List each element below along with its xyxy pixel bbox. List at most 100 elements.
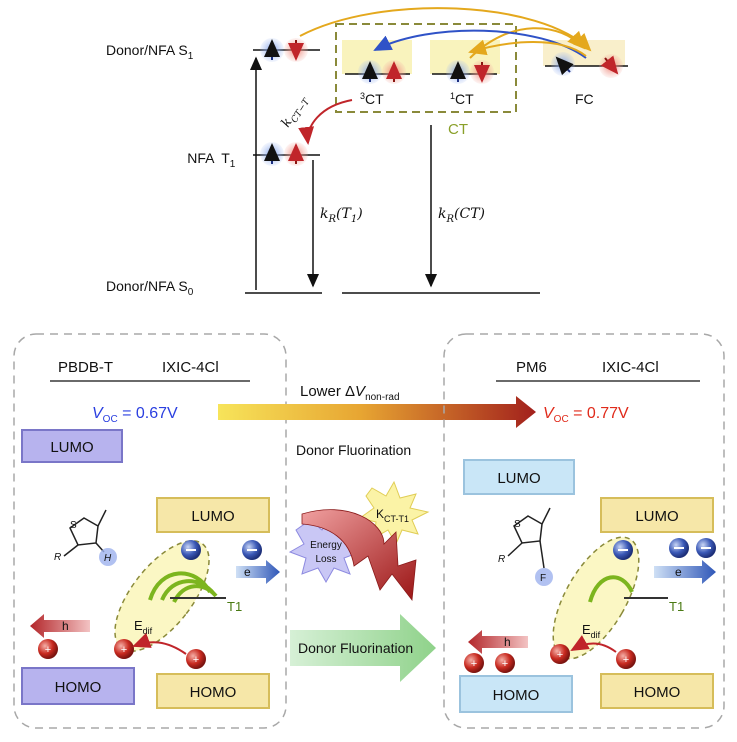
ct1-label: 1CT	[450, 91, 474, 107]
ct-box-label: CT	[448, 121, 468, 138]
svg-text:+: +	[502, 658, 508, 670]
svg-text:F: F	[540, 573, 546, 584]
right-edif-label: Edif	[582, 622, 601, 640]
svg-text:S: S	[70, 520, 77, 531]
ct3-label: 3CT	[360, 91, 384, 107]
ct3-to-t1-arrow	[298, 99, 353, 145]
right-acceptor-homo-label: HOMO	[634, 684, 681, 701]
left-hole-label: h	[62, 619, 69, 633]
ct-box	[335, 23, 517, 113]
left-electron-label: e	[244, 565, 251, 579]
left-electron-transport	[242, 540, 262, 560]
left-acceptor-homo	[156, 673, 270, 709]
right-acceptor-homo	[600, 673, 714, 709]
left-donor-homo-label: HOMO	[55, 679, 102, 696]
right-donor-homo-label: HOMO	[493, 687, 540, 704]
left-hole-donor: +	[38, 639, 58, 659]
donor-s1-label: Donor/NFA S1	[106, 42, 194, 62]
s1-spin-pair	[260, 38, 308, 62]
svg-text:+: +	[623, 654, 629, 666]
right-hole-donor-1: +	[464, 653, 484, 673]
right-donor-label: PM6	[516, 359, 547, 376]
right-electron-transport-1	[669, 538, 689, 558]
donor-fluorination-bottom: Donor Fluorination	[298, 640, 413, 656]
left-acceptor-lumo	[156, 497, 270, 533]
svg-text:+: +	[193, 654, 199, 666]
energy-level-diagram: Donor/NFA S1 NFA T1 Donor/NFA S0 kR(T1) …	[106, 7, 628, 298]
right-electron-arrow	[654, 560, 716, 584]
svg-text:H: H	[104, 553, 112, 564]
left-edif-label: Edif	[134, 618, 153, 636]
left-acceptor-lumo-label: LUMO	[191, 508, 234, 525]
left-panel-border	[13, 333, 287, 729]
left-donor-label: PBDB-T	[58, 359, 113, 376]
right-electron-label: e	[675, 565, 682, 579]
left-donor-lumo-label: LUMO	[50, 439, 93, 456]
right-panel: PM6 IXIC-4Cl VOC = 0.77V LUMO LUMO HOMO …	[443, 333, 725, 729]
ct1-spin-pair	[446, 60, 494, 84]
right-donor-lumo	[463, 459, 575, 495]
svg-text:+: +	[471, 658, 477, 670]
fc-label: FC	[575, 91, 594, 107]
svg-text:+: +	[45, 644, 51, 656]
k-ct-t-label: kCT−T	[279, 92, 313, 131]
right-electron-ct	[613, 540, 633, 560]
right-hole-acceptor: +	[616, 649, 636, 669]
s1-to-fc-arrow	[299, 7, 592, 52]
lower-dv-label: Lower ΔVnon-rad	[300, 383, 400, 403]
right-green-arrow	[588, 575, 634, 603]
ct3-spin-pair	[358, 60, 406, 84]
energy-loss-label-1: Energy	[310, 540, 342, 551]
right-voc: VOC = 0.77V	[543, 405, 629, 425]
left-voc: VOC = 0.67V	[92, 405, 178, 425]
right-ct-ellipse	[552, 536, 640, 660]
fc-to-ct1-arrow	[468, 39, 587, 57]
right-thiophene-molecule: S R F	[498, 507, 553, 586]
k-ct-t1-label: KCT-T1	[376, 507, 409, 524]
left-donor-lumo	[21, 429, 123, 463]
left-hole-ct: +	[114, 639, 134, 659]
right-donor-homo	[459, 675, 573, 713]
svg-text:+: +	[121, 644, 127, 656]
left-thiophene-molecule: S R H	[54, 509, 117, 566]
fc-spin-pair	[551, 52, 623, 78]
right-hole-arrow	[468, 630, 528, 654]
t1-spin-pair	[260, 142, 308, 166]
donor-s0-label: Donor/NFA S0	[106, 278, 194, 298]
right-donor-lumo-label: LUMO	[497, 470, 540, 487]
left-panel: PBDB-T IXIC-4Cl VOC = 0.67V LUMO LUMO HO…	[13, 333, 287, 729]
left-electron-ct	[181, 540, 201, 560]
left-hole-arrow	[30, 614, 90, 638]
right-acceptor-lumo-label: LUMO	[635, 508, 678, 525]
right-acceptor-lumo	[600, 497, 714, 533]
energy-loss-lightning-arrow	[301, 509, 417, 602]
left-t1-label: T1	[227, 599, 242, 614]
left-donor-homo	[21, 667, 135, 705]
right-hole-label: h	[504, 635, 511, 649]
svg-text:R: R	[498, 554, 505, 565]
left-acceptor-homo-label: HOMO	[190, 684, 237, 701]
right-hole-ct: +	[550, 644, 570, 664]
left-hole-acceptor: +	[186, 649, 206, 669]
right-hole-transfer-arrow	[570, 635, 617, 653]
energy-loss-label-2: Loss	[315, 554, 336, 565]
svg-text:+: +	[557, 649, 563, 661]
right-acceptor-label: IXIC-4Cl	[602, 359, 659, 376]
right-hole-donor-2: +	[495, 653, 515, 673]
svg-text:S: S	[514, 519, 521, 530]
nfa-t1-label: NFA T1	[160, 150, 255, 170]
voc-gradient-arrow	[218, 396, 536, 428]
middle-section: Lower ΔVnon-rad Donor Fluorination Energ…	[218, 383, 536, 682]
right-electron-transport-2	[696, 538, 716, 558]
donor-fluorination-top: Donor Fluorination	[296, 442, 411, 458]
right-t1-label: T1	[669, 599, 684, 614]
donor-fluorination-green-arrow	[290, 614, 436, 682]
kr-ct-label: kR(CT)	[438, 206, 485, 225]
svg-text:R: R	[54, 552, 61, 563]
left-electron-arrow	[236, 560, 280, 584]
left-acceptor-label: IXIC-4Cl	[162, 359, 219, 376]
kr-t1-label: kR(T1)	[320, 206, 363, 225]
right-panel-border	[443, 333, 725, 729]
left-hole-transfer-arrow	[132, 632, 187, 655]
